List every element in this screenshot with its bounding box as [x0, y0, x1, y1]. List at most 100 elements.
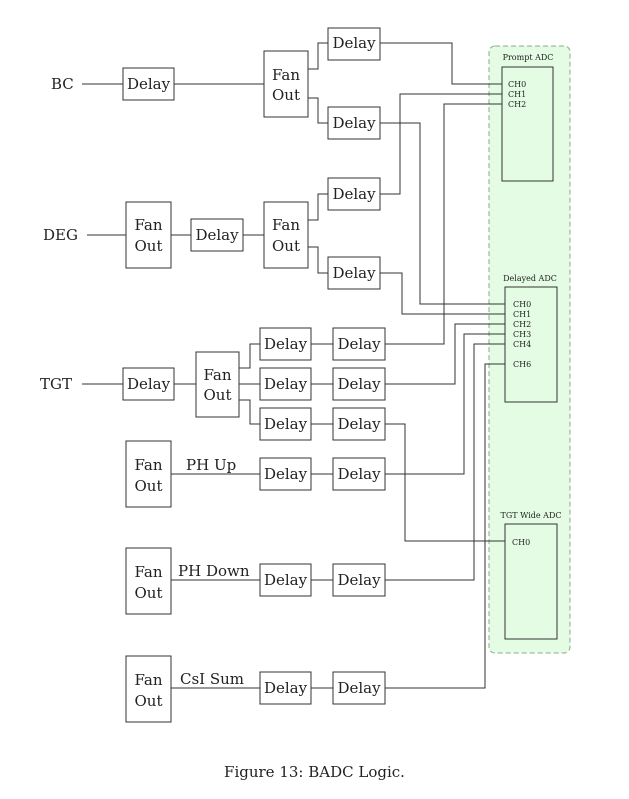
input-label-tgt: TGT	[40, 375, 72, 393]
prompt-adc-title: Prompt ADC	[503, 53, 554, 62]
prompt-adc-ch0: CH0	[508, 80, 526, 89]
wire-deg-prompt-ch1	[380, 93, 502, 195]
delay-box: Delay	[259, 563, 312, 597]
delayed-adc-ch3: CH3	[513, 330, 531, 339]
delayed-adc-ch6: CH6	[513, 360, 531, 369]
fan-out-box: Fan Out	[125, 655, 172, 723]
svg-text:Fan: Fan	[135, 216, 163, 234]
svg-text:Delay: Delay	[332, 114, 376, 132]
delay-box: Delay	[259, 327, 312, 361]
svg-text:Delay: Delay	[332, 34, 376, 52]
input-label-bc: BC	[51, 75, 74, 93]
svg-text:Delay: Delay	[264, 415, 308, 433]
delay-box: Delay	[332, 327, 386, 361]
svg-text:Delay: Delay	[337, 415, 381, 433]
svg-text:Delay: Delay	[264, 679, 308, 697]
signal-label-ph-up: PH Up	[186, 456, 236, 474]
fan-out-box: Fan Out	[263, 201, 309, 269]
wire-deg-fan-lower	[308, 246, 328, 274]
svg-text:Delay: Delay	[195, 226, 239, 244]
wire-tgt-fan-upper	[239, 343, 260, 369]
svg-text:Delay: Delay	[337, 679, 381, 697]
svg-text:Out: Out	[272, 86, 300, 104]
delay-box: Delay	[259, 367, 312, 401]
svg-text:Fan: Fan	[135, 671, 163, 689]
delay-box: Delay	[190, 218, 244, 252]
delayed-adc-ch2: CH2	[513, 320, 531, 329]
svg-text:Delay: Delay	[332, 185, 376, 203]
fan-out-box: Fan Out	[263, 50, 309, 118]
fan-out-box: Fan Out	[125, 201, 172, 269]
delay-box: Delay	[327, 106, 381, 140]
svg-text:Fan: Fan	[272, 66, 300, 84]
wire-deg-delayed-ch1	[380, 272, 505, 315]
tgt-wide-adc-title: TGT Wide ADC	[501, 511, 562, 520]
tgt-wide-adc-box	[504, 523, 558, 640]
svg-text:Delay: Delay	[264, 465, 308, 483]
delayed-adc-ch0: CH0	[513, 300, 531, 309]
prompt-adc: Prompt ADC CH0 CH1 CH2	[501, 53, 554, 182]
delay-box: Delay	[332, 407, 386, 441]
delayed-adc-ch4: CH4	[513, 340, 531, 349]
tgt-wide-adc-ch0: CH0	[512, 538, 530, 547]
svg-text:Delay: Delay	[337, 571, 381, 589]
delay-box: Delay	[122, 367, 175, 401]
svg-text:Out: Out	[135, 477, 163, 495]
fan-out-box: Fan Out	[195, 351, 240, 418]
wires	[82, 42, 505, 689]
wire-bc-delayed-ch0	[380, 122, 505, 305]
svg-text:Out: Out	[135, 584, 163, 602]
prompt-adc-ch1: CH1	[508, 90, 526, 99]
delayed-adc-ch1: CH1	[513, 310, 531, 319]
input-label-deg: DEG	[43, 226, 78, 244]
svg-text:Delay: Delay	[332, 264, 376, 282]
delay-box: Delay	[332, 671, 386, 705]
delay-box: Delay	[332, 457, 386, 491]
svg-text:Delay: Delay	[127, 375, 171, 393]
svg-text:Delay: Delay	[337, 465, 381, 483]
delay-box: Delay	[122, 67, 175, 101]
fan-out-box: Fan Out	[125, 440, 172, 508]
tgt-wide-adc: TGT Wide ADC CH0	[501, 511, 562, 640]
fan-out-box: Fan Out	[125, 547, 172, 615]
svg-text:Fan: Fan	[135, 456, 163, 474]
svg-text:Fan: Fan	[272, 216, 300, 234]
delay-box: Delay	[327, 27, 381, 61]
wire-tgt-prompt-ch2	[385, 103, 502, 345]
svg-text:Delay: Delay	[337, 375, 381, 393]
wire-deg-fan-upper	[308, 193, 328, 221]
svg-text:Delay: Delay	[264, 335, 308, 353]
wire-phup-delayed-ch3	[385, 333, 505, 475]
delay-box: Delay	[327, 177, 381, 211]
svg-text:Out: Out	[204, 386, 232, 404]
delay-box: Delay	[332, 563, 386, 597]
svg-text:Fan: Fan	[135, 563, 163, 581]
wire-bc-fan-lower	[308, 97, 328, 124]
wire-tgt-delayed-ch2	[385, 323, 505, 385]
signal-label-csi-sum: CsI Sum	[180, 670, 244, 688]
delay-box: Delay	[259, 457, 312, 491]
wire-tgt-wide-ch0	[385, 423, 505, 542]
svg-text:Delay: Delay	[337, 335, 381, 353]
wire-bc-prompt-ch0	[380, 42, 502, 85]
prompt-adc-ch2: CH2	[508, 100, 526, 109]
svg-text:Out: Out	[135, 692, 163, 710]
svg-text:Delay: Delay	[264, 571, 308, 589]
svg-text:Delay: Delay	[127, 75, 171, 93]
signal-label-ph-down: PH Down	[178, 562, 250, 580]
svg-text:Fan: Fan	[204, 366, 232, 384]
delay-box: Delay	[332, 367, 386, 401]
delay-box: Delay	[259, 407, 312, 441]
delay-box: Delay	[259, 671, 312, 705]
wire-phdown-delayed-ch4	[385, 343, 505, 581]
svg-text:Out: Out	[272, 237, 300, 255]
delayed-adc: Delayed ADC CH0 CH1 CH2 CH3 CH4 CH6	[503, 274, 558, 403]
svg-text:Out: Out	[135, 237, 163, 255]
delayed-adc-title: Delayed ADC	[503, 274, 557, 283]
wire-csi-delayed-ch6	[385, 363, 505, 689]
svg-text:Delay: Delay	[264, 375, 308, 393]
wire-bc-fan-upper	[308, 42, 328, 70]
figure-caption: Figure 13: BADC Logic.	[224, 763, 405, 781]
wire-tgt-fan-lower	[239, 399, 260, 425]
